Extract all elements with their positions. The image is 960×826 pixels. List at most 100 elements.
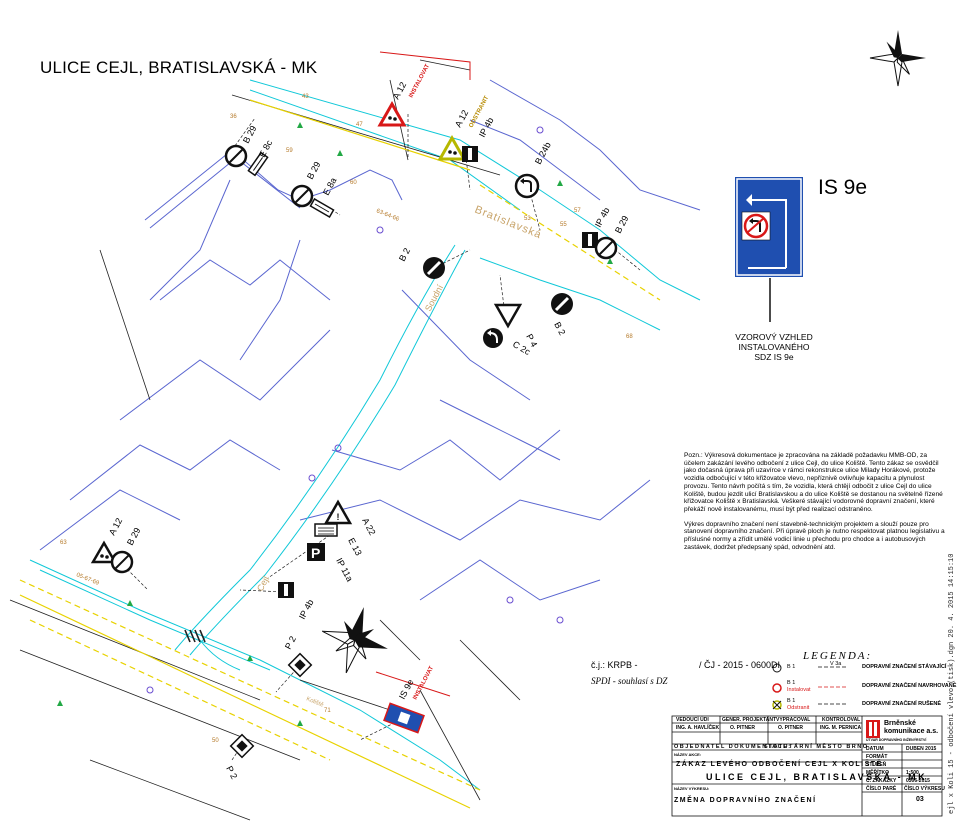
priority-road-sign-p2-icon <box>287 652 313 678</box>
tb-street: ULICE CEJL, BRATISLAVSKÁ - MK <box>706 772 928 782</box>
sample-sign-code: IS 9e <box>818 176 868 199</box>
no-stopping-sign-b29-mid-icon <box>290 184 314 208</box>
tb-drawing-label: NÁZEV VÝKRESU: <box>674 786 710 791</box>
tb-copy-label: ČÍSLO PARÉ <box>866 786 897 792</box>
sign-code-p2-low: P 2 <box>283 634 298 650</box>
svg-text:!: ! <box>337 512 340 522</box>
legend-status: Odstranit <box>787 705 810 711</box>
sign-code-b29-mid: B 29 <box>305 160 323 181</box>
tb-investor: STATUTÁRNÍ MĚSTO BRNO <box>764 744 869 750</box>
house-numbers: 43 47 59 60 63-64-66 53 55 57 68 36 63 0… <box>60 94 633 744</box>
sign-code-a22: A 22 <box>360 516 377 537</box>
oneway-sign-ip4b-low-icon <box>278 582 294 598</box>
tb-company: komunikace a.s. <box>884 728 939 735</box>
tb-action-label: NÁZEV AKCE: <box>674 752 702 757</box>
tb-name: O. PITNER <box>778 725 804 731</box>
compass-rose-icon <box>321 607 388 674</box>
crosswalk <box>184 629 206 643</box>
tb-date-label: DATUM <box>866 746 884 752</box>
legend-desc-proposed: DOPRAVNÍ ZNAČENÍ NAVRHOVANÉ <box>862 683 957 689</box>
tb-company: Brněnské <box>884 720 916 727</box>
tb-drawing: ZMĚNA DOPRAVNÍHO ZNAČENÍ <box>674 797 817 804</box>
sign-code-a12-top: A 12 <box>391 80 408 101</box>
house-number: 05-67-69 <box>75 572 100 587</box>
proposed-installation-outlines <box>375 51 471 697</box>
sign-note-a12-top: INSTALOVAT <box>408 63 431 99</box>
legend-desc-removed: DOPRAVNÍ ZNAČENÍ RUŠENÉ <box>862 701 942 707</box>
parking-sign-ip11a-icon: P <box>307 543 325 561</box>
sample-caption-line: INSTALOVANÉHO <box>738 342 810 352</box>
tb-order: 0306-2015 <box>906 778 930 784</box>
tb-name: O. PITNER <box>730 725 756 731</box>
sign-code-b29-right: B 29 <box>613 214 631 235</box>
sign-code-e8c: E 8c <box>257 138 275 159</box>
tb-role: VYPRACOVAL <box>776 717 811 723</box>
tb-company-dept: ÚTVAR DOPRAVNÍHO INŽENÝRSTVÍ <box>866 738 927 742</box>
street-label-bratislavska: Bratislavská <box>473 204 544 242</box>
tb-name: ING. M. PERNICA <box>820 725 862 731</box>
no-left-turn-sign-b24b-icon <box>514 173 540 199</box>
legend-v3a: V 3a <box>830 661 842 667</box>
sample-sign-caption: VZOROVÝ VZHLED INSTALOVANÉHO SDZ IS 9e <box>722 332 826 362</box>
page-title: ULICE CEJL, BRATISLAVSKÁ - MK <box>40 58 318 77</box>
tb-format-label: FORMÁT <box>866 754 888 760</box>
approval-reference: č.j.: KRPB - <box>591 660 638 670</box>
mandatory-direction-sign-c2c-icon <box>483 328 503 348</box>
svg-text:P: P <box>311 545 320 561</box>
sign-code-b29-left: B 29 <box>125 526 143 547</box>
house-number: 71 <box>324 708 331 714</box>
sign-code-ip4b-low: IP 4b <box>297 598 316 621</box>
legend-status: Instalovat <box>787 687 811 693</box>
utility-symbols <box>146 126 564 694</box>
tb-order-label: Č. ZAKÁZKY <box>866 778 897 784</box>
title-block-frame <box>671 715 943 817</box>
road-lines <box>9 59 521 821</box>
sign-code-ip11a: IP 11a <box>334 556 355 583</box>
legend-code: B 1 <box>787 680 796 686</box>
house-number: 68 <box>626 334 633 340</box>
approval-number: / ČJ - 2015 - 0600DI <box>699 660 781 670</box>
no-entry-sign-b2-icon <box>423 257 445 279</box>
supplementary-plate-e8c-icon <box>247 151 269 177</box>
tb-role: KONTROLOVAL <box>822 717 861 723</box>
warning-sign-a12-left-icon <box>90 540 118 564</box>
warning-sign-a12-proposed-icon <box>377 100 407 127</box>
warning-sign-a22-icon: ! <box>323 499 353 525</box>
tb-investor-label: OBJEDNATEL DOKUMENTACE: <box>674 744 792 750</box>
no-stopping-sign-b29-right-icon <box>594 236 618 260</box>
tb-role: GENER. PROJEKTANT <box>722 717 777 723</box>
tb-action: ZÁKAZ LEVÉHO ODBOČENÍ CEJL X KOLIŠTĚ <box>676 761 883 768</box>
sign-note-is9e-low: INSTALOVAT <box>412 665 435 701</box>
tb-stage-label: STUPEŇ <box>866 762 887 768</box>
sign-code-b2-mid: B 2 <box>397 246 412 263</box>
north-arrow-icon <box>869 30 926 87</box>
note-paragraph: Pozn.: Výkresová dokumentace je zpracová… <box>684 452 943 513</box>
tb-role: VEDOUCÍ ÚDI <box>676 717 709 723</box>
tb-scale-label: MĚŘÍTKO <box>866 770 890 776</box>
company-logo-icon <box>866 720 880 738</box>
sign-code-a12-left: A 12 <box>107 516 124 537</box>
house-number: 47 <box>356 122 363 128</box>
warning-sign-a12-remove-icon <box>437 134 467 161</box>
house-number: 50 <box>212 738 219 744</box>
legend-title: LEGENDA: <box>803 650 873 662</box>
tb-name: ING. A. HAVLÍČEK <box>676 725 720 731</box>
sample-sign-is9e-icon <box>733 175 805 322</box>
direction-sign-is9e-low-icon <box>383 702 425 734</box>
sign-code-ip4b-top: IP 4b <box>477 116 496 139</box>
sign-code-p2-bottom: P 2 <box>224 764 239 780</box>
street-label-soudni: Soudní <box>423 283 445 313</box>
house-number: 63-64-66 <box>375 208 400 223</box>
house-number: 60 <box>350 180 357 186</box>
oneway-sign-ip4b-icon <box>462 146 478 162</box>
approval-spdi: SPDI - souhlasí s DZ <box>591 676 668 686</box>
no-entry-sign-b2-right-icon <box>551 293 573 315</box>
supplementary-plate-e13-icon <box>314 523 338 537</box>
legend-code: B 1 <box>787 698 796 704</box>
tb-drawing-no: 03 <box>916 796 924 803</box>
note-paragraph: Výkres dopravního značení není stavebně-… <box>684 520 945 551</box>
house-number: 59 <box>286 148 293 154</box>
house-number: 36 <box>230 114 237 120</box>
tree-symbols <box>57 122 613 726</box>
